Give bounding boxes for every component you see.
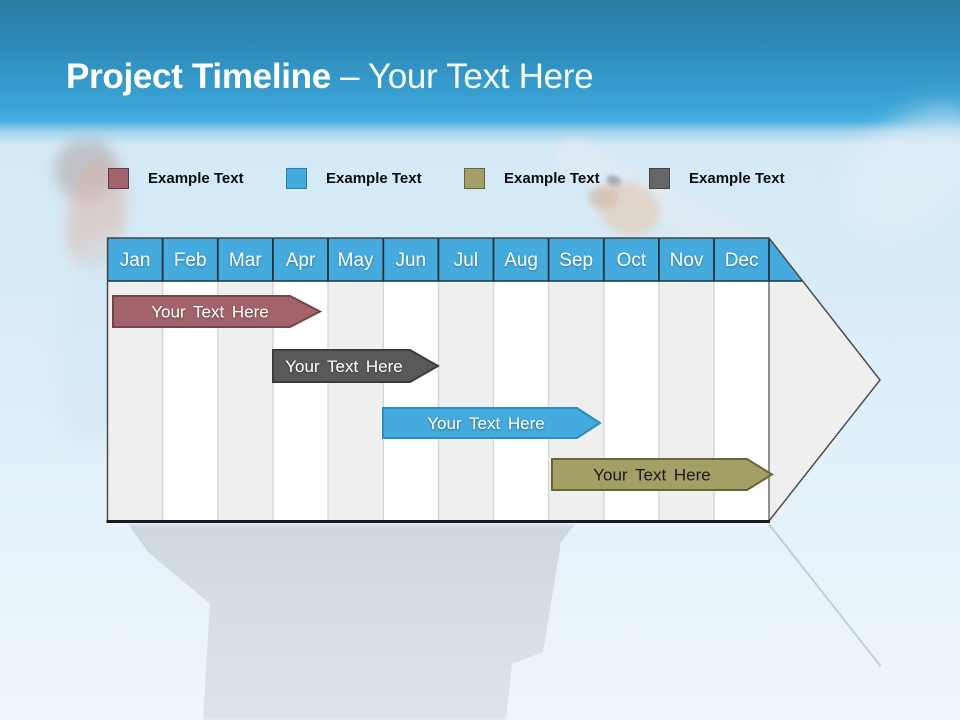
timeline-bar-1: Your Text Here [112, 295, 323, 328]
page-title: Project Timeline– Your Text Here [66, 57, 594, 97]
bar-label-3: Your Text Here [427, 414, 545, 433]
legend-label: Example Text [689, 169, 785, 187]
bar-arrow-shape-4 [551, 458, 774, 491]
legend-label: Example Text [326, 169, 422, 187]
month-label-sep: Sep [559, 250, 593, 271]
timeline-bar-4: Your Text Here [551, 458, 774, 491]
legend-label: Example Text [148, 169, 244, 187]
title-text-light: – Your Text Here [339, 57, 594, 96]
legend-swatch-olive [464, 167, 485, 189]
month-label-oct: Oct [617, 250, 647, 271]
bar-arrow-shape-3 [382, 407, 602, 439]
legend-swatch-blue [286, 167, 307, 189]
month-label-may: May [338, 250, 374, 271]
month-label-aug: Aug [504, 250, 538, 271]
month-header-grid [107, 238, 803, 282]
title-text-bold: Project Timeline [66, 57, 331, 96]
month-label-jan: Jan [120, 250, 151, 271]
month-label-apr: Apr [286, 250, 316, 271]
month-header-band [107, 238, 803, 281]
month-label-dec: Dec [725, 250, 759, 271]
legend-swatch-gray [649, 167, 670, 189]
timeline-bar-3: Your Text Here [382, 407, 602, 439]
bar-label-1: Your Text Here [151, 303, 269, 322]
month-label-nov: Nov [670, 250, 704, 271]
timeline-bar-2: Your Text Here [272, 349, 441, 383]
legend-label: Example Text [504, 169, 600, 187]
legend-item-4: Example Text [649, 166, 785, 190]
month-label-jun: Jun [395, 250, 426, 271]
bar-label-2: Your Text Here [285, 357, 403, 376]
bar-arrow-shape-2 [272, 349, 441, 383]
bar-label-4: Your Text Here [593, 466, 711, 485]
month-labels: Jan Feb Mar Apr May Jun Jul Aug Sep Oct … [120, 250, 759, 271]
month-label-jul: Jul [454, 250, 478, 271]
bar-arrow-shape-1 [112, 295, 323, 328]
legend-swatch-maroon [108, 167, 129, 189]
timeline-arrow-outline [106, 237, 881, 522]
month-label-feb: Feb [174, 250, 207, 271]
legend-item-2: Example Text [286, 166, 422, 190]
month-label-mar: Mar [229, 250, 262, 271]
legend-item-1: Example Text [108, 166, 244, 190]
legend-item-3: Example Text [464, 166, 600, 190]
